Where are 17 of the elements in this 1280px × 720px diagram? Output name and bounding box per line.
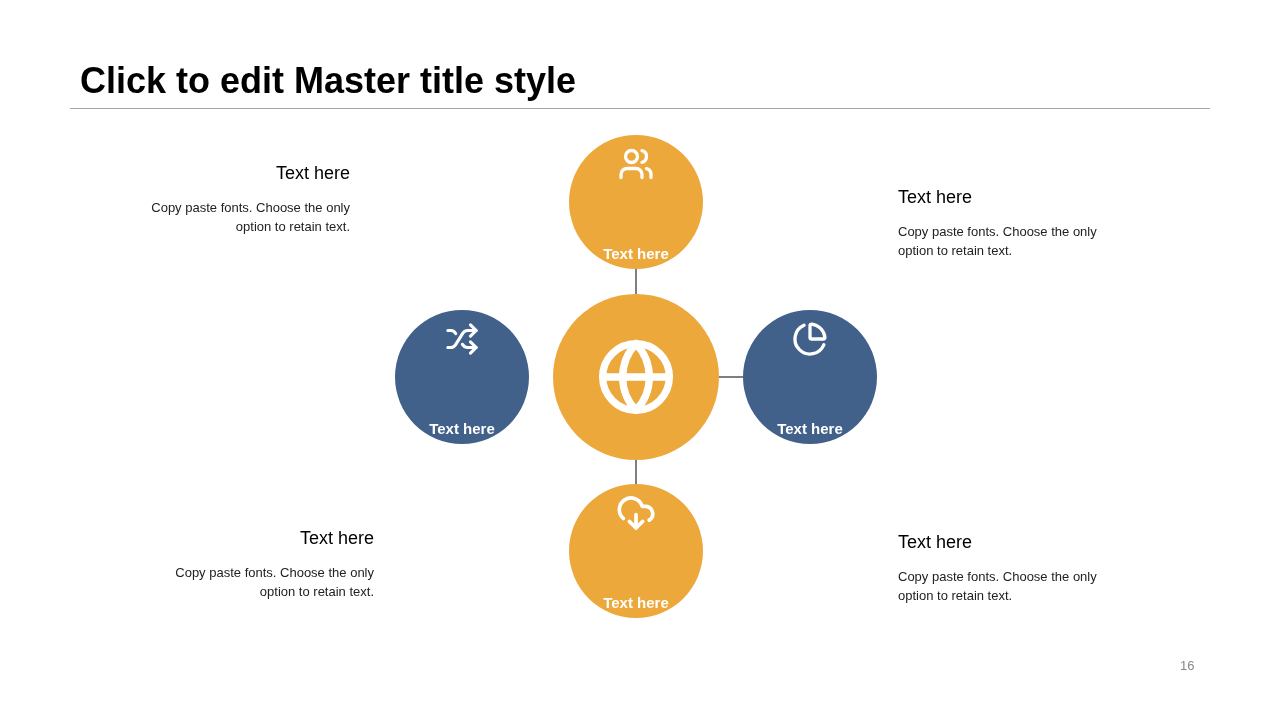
body-text: Copy paste fonts. Choose the only option to retain text. [150,199,350,236]
connector-line [718,376,744,378]
body-text: Copy paste fonts. Choose the only option to retain text. [174,564,374,601]
heading: Text here [898,187,973,208]
circle-label: Text here [776,420,844,437]
heading: Text here [299,528,374,549]
body-text: Copy paste fonts. Choose the only option to retain text. [898,223,1098,260]
page-number: 16 [1180,658,1195,673]
heading: Text here [275,163,350,184]
circle-label: Text here [602,245,670,262]
circle-label: Text here [602,594,670,611]
heading: Text here [898,532,973,553]
slide-title: Click to edit Master title style [80,60,577,102]
circle-label: Text here [428,420,496,437]
body-text: Copy paste fonts. Choose the only option to retain text. [898,568,1098,605]
connector-line [635,459,637,485]
connector-line [635,268,637,295]
